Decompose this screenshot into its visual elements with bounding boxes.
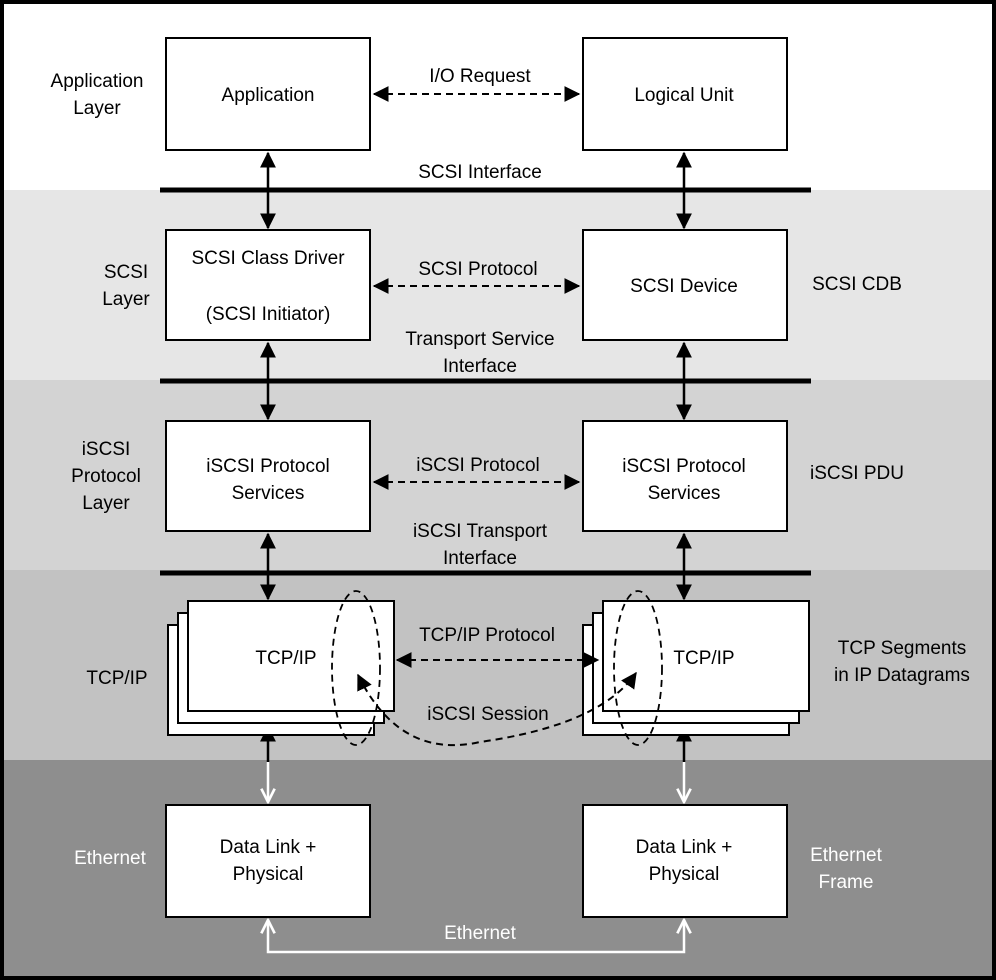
layer-application-label-line-1: Application <box>51 71 144 92</box>
layer-iscsi-label-line-1: iSCSI <box>82 439 131 460</box>
tcpip-left-label: TCP/IP <box>255 648 316 669</box>
iscsi-services-right-label-line-2: Services <box>648 483 721 504</box>
scsi-protocol-label: SCSI Protocol <box>418 259 537 280</box>
tcpip-right-box <box>602 600 810 712</box>
layer-ethernet-label: Ethernet <box>74 848 147 869</box>
logical-unit-box <box>582 37 788 151</box>
session-ellipse-right <box>613 590 663 746</box>
iscsi-services-right-label-line-1: iSCSI Protocol <box>622 456 746 477</box>
ethernet-frame-label-line-2: Frame <box>819 872 874 893</box>
tcpip-protocol-label: TCP/IP Protocol <box>419 625 555 646</box>
iscsi-services-left-box <box>165 420 371 532</box>
datalink-left-label-line-2: Physical <box>233 864 304 885</box>
iscsi-transport-interface-label-line-1: iSCSI Transport <box>413 521 548 542</box>
logical-unit-box-label: Logical Unit <box>634 85 734 106</box>
datalink-left-box <box>165 804 371 918</box>
tcpip-left-box <box>187 600 395 712</box>
io-request-label: I/O Request <box>429 66 531 87</box>
iscsi-services-right-box <box>582 420 788 532</box>
iscsi-services-left-label-line-1: iSCSI Protocol <box>206 456 330 477</box>
iscsi-protocol-label: iSCSI Protocol <box>416 455 540 476</box>
transport-service-interface-label-line-2: Interface <box>443 356 517 377</box>
iscsi-session-curve <box>357 671 637 747</box>
iscsi-session-label: iSCSI Session <box>427 704 548 725</box>
datalink-right-label-line-2: Physical <box>649 864 720 885</box>
ethernet-protocol-label: Ethernet <box>444 923 517 944</box>
datalink-right-box <box>582 804 788 918</box>
tcp-segments-label-line-1: TCP Segments <box>838 638 966 659</box>
scsi-class-driver-label-line-2: (SCSI Initiator) <box>206 304 331 325</box>
scsi-device-label: SCSI Device <box>630 276 738 297</box>
datalink-left-label-line-1: Data Link + <box>220 837 317 858</box>
tcpip-right-label: TCP/IP <box>673 648 734 669</box>
scsi-cdb-label: SCSI CDB <box>812 274 902 295</box>
layer-application-label-line-2: Layer <box>73 98 121 119</box>
scsi-device-box <box>582 229 788 341</box>
label-layer: ApplicationLayerSCSILayeriSCSIProtocolLa… <box>51 66 970 944</box>
datalink-right-label-line-1: Data Link + <box>636 837 733 858</box>
session-ellipse-left <box>331 590 381 746</box>
transport-service-interface-label-line-1: Transport Service <box>405 329 554 350</box>
ethernet-frame-label-line-1: Ethernet <box>810 845 883 866</box>
layer-tcpip-label: TCP/IP <box>86 668 147 689</box>
iscsi-services-left-label-line-2: Services <box>232 483 305 504</box>
ethernet-link-arrow <box>268 920 684 954</box>
tcp-segments-label-line-2: in IP Datagrams <box>834 665 970 686</box>
layer-iscsi-label-line-3: Layer <box>82 493 130 514</box>
iscsi-pdu-label: iSCSI PDU <box>810 463 904 484</box>
layer-iscsi-label-line-2: Protocol <box>71 466 141 487</box>
scsi-class-driver-box <box>165 229 371 341</box>
application-box <box>165 37 371 151</box>
iscsi-transport-interface-label-line-2: Interface <box>443 548 517 569</box>
scsi-interface-label: SCSI Interface <box>418 162 542 183</box>
application-box-label: Application <box>222 85 315 106</box>
layer-scsi-label-line-2: Layer <box>102 289 150 310</box>
layer-scsi-label-line-1: SCSI <box>104 262 148 283</box>
scsi-class-driver-label-line-1: SCSI Class Driver <box>191 248 345 269</box>
